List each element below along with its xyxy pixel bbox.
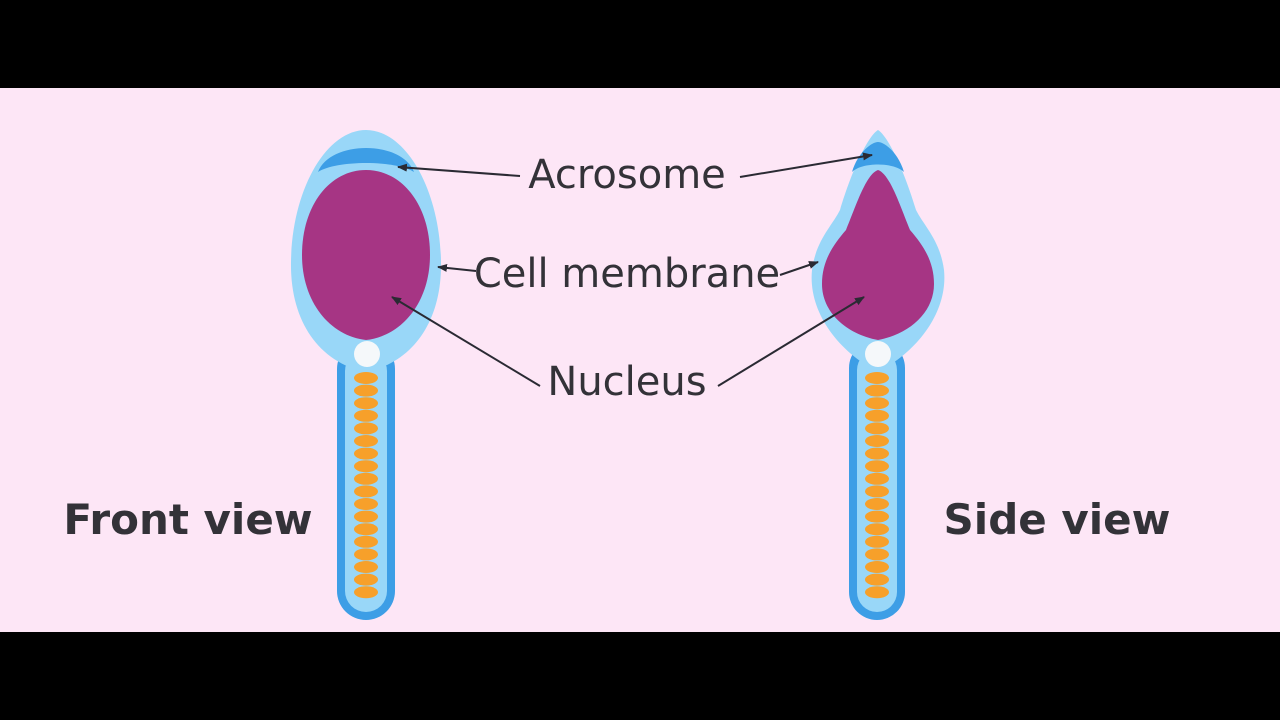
front-mitochondrion [354,447,378,460]
side-mitochondrion [865,409,889,422]
front-mitochondrion [354,435,378,447]
side-view-title: Side view [944,495,1171,544]
side-mitochondrion [865,435,889,447]
side-mitochondria [865,372,889,599]
front-view-sperm [290,130,442,620]
side-mitochondrion [865,586,889,599]
front-mitochondrion [354,422,378,435]
side-mitochondrion [865,472,889,485]
front-mitochondrion [354,384,378,397]
front-centriole [354,341,380,367]
nucleus-leader-front [391,296,541,387]
side-mitochondrion [865,561,889,573]
side-nucleus [822,170,934,340]
acrosome-leader-side [739,152,873,178]
front-mitochondrion [354,485,378,498]
side-mitochondrion [865,573,889,586]
side-mitochondrion [865,510,889,523]
side-mitochondrion [865,523,889,536]
front-mitochondrion [354,397,378,410]
front-mitochondrion [354,498,378,510]
front-nucleus [302,170,430,340]
side-mitochondrion [865,535,889,548]
acrosome-leader-front [397,163,521,177]
side-mitochondrion [865,460,889,473]
front-mitochondrion [354,586,378,599]
nucleus-label: Nucleus [547,359,706,405]
front-mitochondrion [354,548,378,561]
front-view-title: Front view [63,495,312,544]
acrosome-label: Acrosome [528,152,726,198]
content-background [0,88,1280,632]
front-mitochondrion [354,573,378,586]
nucleus-leader-side [717,296,865,387]
side-view-sperm [811,130,945,620]
front-mitochondrion [354,472,378,485]
front-acrosome [318,148,414,172]
side-mitochondrion [865,372,889,384]
front-mitochondrion [354,561,378,573]
membrane-leader-front [437,263,477,272]
front-mitochondrion [354,535,378,548]
side-mitochondrion [865,422,889,435]
front-mitochondrion [354,460,378,473]
side-mitochondrion [865,384,889,397]
front-mitochondrion [354,409,378,422]
membrane-leader-side [779,261,819,276]
front-mitochondrion [354,523,378,536]
front-mitochondria [354,372,378,599]
cell-membrane-label: Cell membrane [474,251,780,297]
side-mitochondrion [865,447,889,460]
side-centriole [865,341,891,367]
side-mitochondrion [865,548,889,561]
front-mitochondrion [354,372,378,384]
side-mitochondrion [865,498,889,510]
side-acrosome [852,142,904,172]
front-mitochondrion [354,510,378,523]
side-mitochondrion [865,485,889,498]
side-mitochondrion [865,397,889,410]
